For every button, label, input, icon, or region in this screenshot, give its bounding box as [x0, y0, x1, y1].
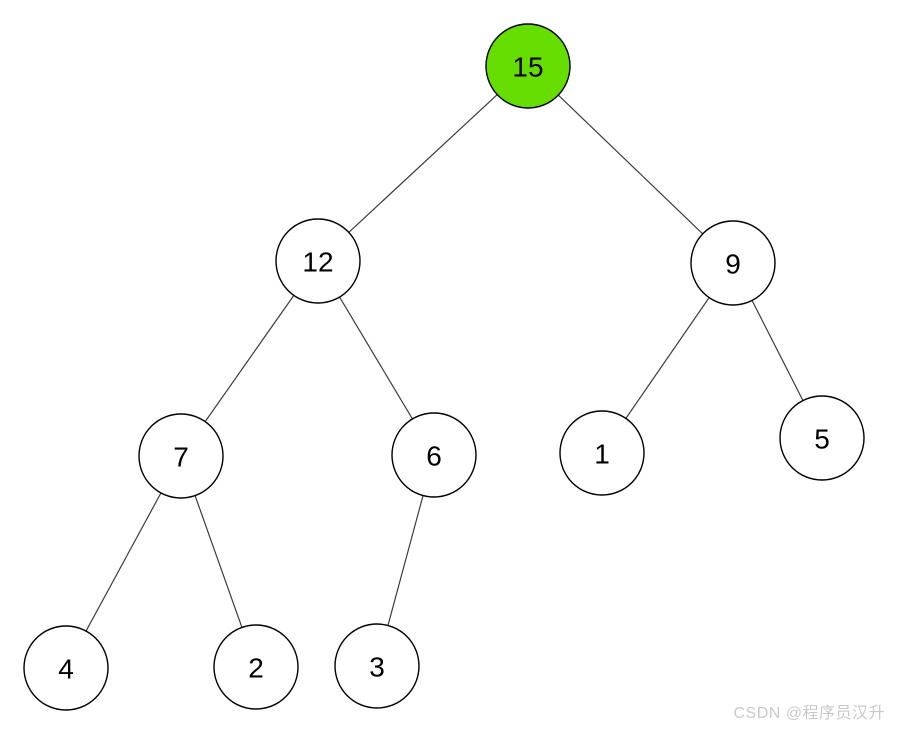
tree-node-circle-3	[334, 623, 420, 709]
tree-node-circle-9	[690, 220, 776, 306]
tree-node-2: 2	[213, 624, 299, 710]
tree-node-4: 4	[23, 625, 109, 711]
tree-node-circle-15	[485, 23, 571, 109]
tree-node-circle-5	[779, 395, 865, 481]
tree-node-circle-6	[391, 412, 477, 498]
tree-node-circle-4	[23, 625, 109, 711]
tree-node-circle-1	[559, 410, 645, 496]
tree-node-circle-7	[138, 413, 224, 499]
tree-node-6: 6	[391, 412, 477, 498]
tree-node-12: 12	[275, 218, 361, 304]
tree-node-15: 15	[485, 23, 571, 109]
tree-edge-15-9	[527, 65, 734, 264]
tree-edge-15-12	[317, 65, 529, 262]
tree-node-5: 5	[779, 395, 865, 481]
tree-node-3: 3	[334, 623, 420, 709]
tree-node-7: 7	[138, 413, 224, 499]
tree-node-1: 1	[559, 410, 645, 496]
tree-node-circle-2	[213, 624, 299, 710]
tree-node-circle-12	[275, 218, 361, 304]
csdn-watermark: CSDN @程序员汉升	[733, 705, 885, 722]
tree-node-9: 9	[690, 220, 776, 306]
